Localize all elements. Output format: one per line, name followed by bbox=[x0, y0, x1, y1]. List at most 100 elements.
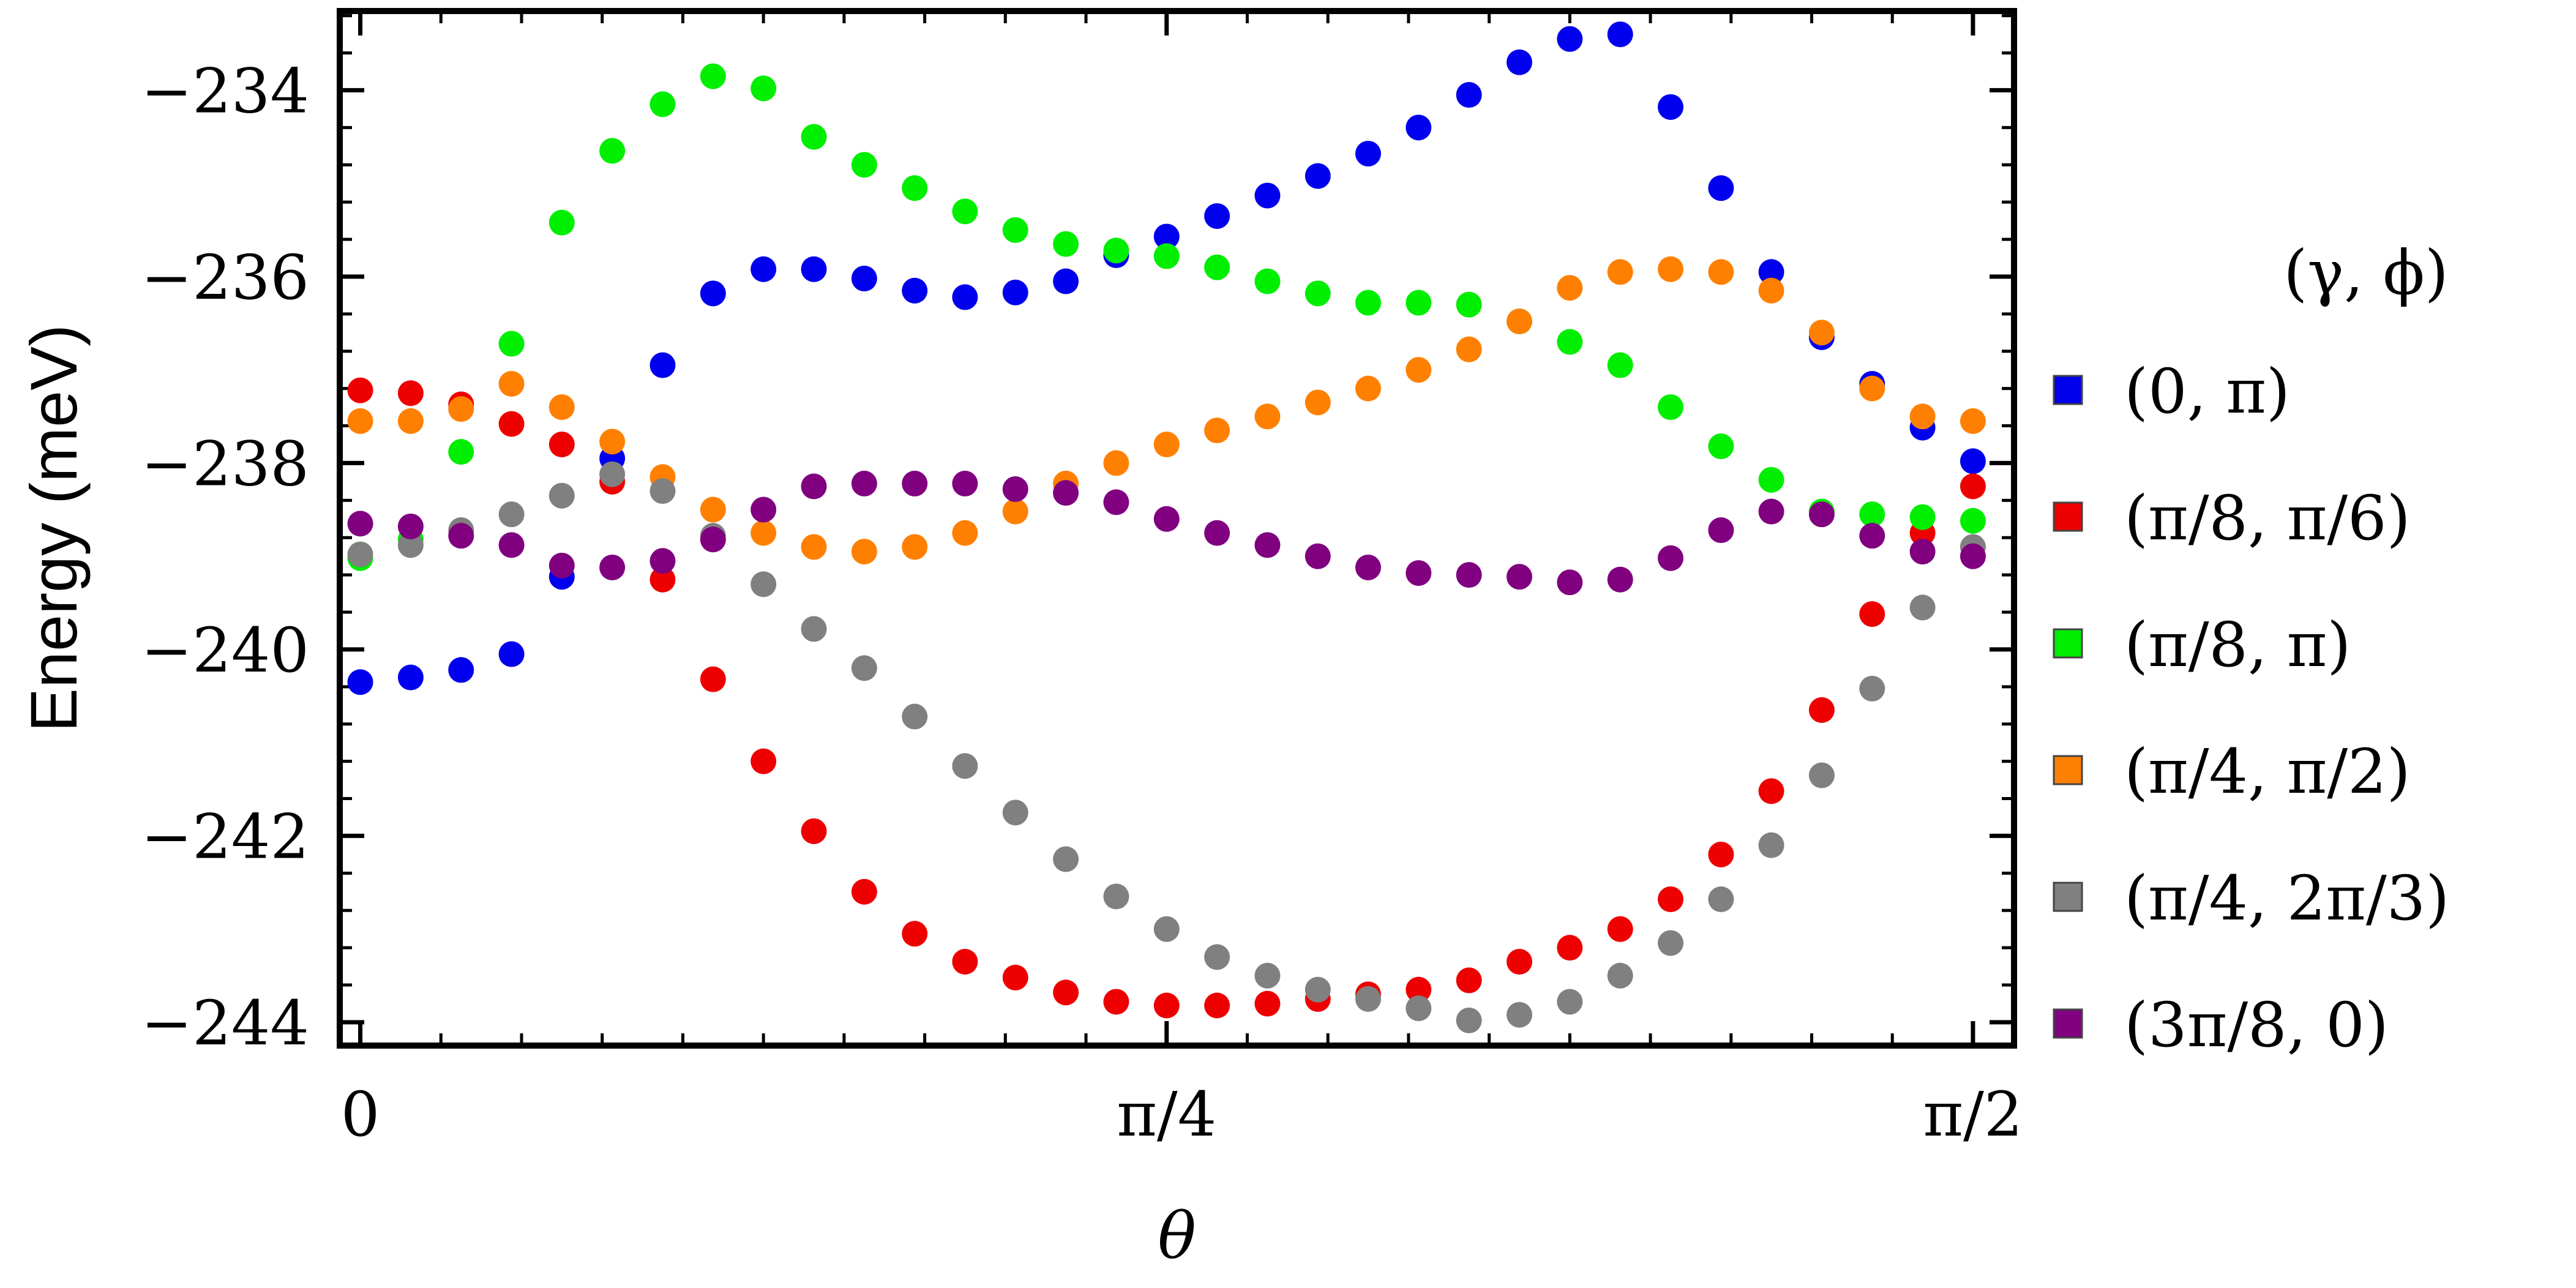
data-point bbox=[1254, 532, 1281, 558]
data-point bbox=[1909, 403, 1936, 430]
data-point bbox=[498, 371, 525, 397]
data-point bbox=[1002, 964, 1028, 990]
data-point bbox=[1456, 291, 1482, 318]
data-point bbox=[347, 541, 373, 567]
data-point bbox=[902, 470, 928, 496]
data-point bbox=[1053, 979, 1079, 1006]
plot-frame bbox=[337, 8, 2017, 1049]
legend-swatch bbox=[2053, 882, 2083, 912]
data-point bbox=[1758, 498, 1784, 525]
data-point bbox=[1557, 569, 1583, 596]
data-point bbox=[448, 523, 474, 549]
data-point bbox=[1153, 916, 1180, 942]
data-point bbox=[1557, 989, 1583, 1015]
data-point bbox=[650, 566, 676, 593]
data-point bbox=[1254, 990, 1281, 1017]
data-point bbox=[1960, 448, 1986, 474]
y-tick-label: −244 bbox=[141, 987, 309, 1059]
data-point bbox=[549, 482, 575, 509]
data-point bbox=[952, 753, 978, 779]
data-point bbox=[1758, 259, 1784, 285]
data-point bbox=[1960, 543, 1986, 569]
legend-swatch bbox=[2053, 375, 2083, 405]
data-point bbox=[1607, 21, 1633, 48]
data-point bbox=[902, 921, 928, 947]
data-point bbox=[1103, 989, 1129, 1015]
data-point bbox=[1406, 976, 1432, 1003]
legend-label: (0, π) bbox=[2124, 356, 2290, 427]
data-point bbox=[1607, 962, 1633, 989]
data-point bbox=[1002, 799, 1028, 826]
data-point bbox=[1002, 217, 1028, 243]
data-point bbox=[851, 878, 877, 905]
data-point bbox=[1557, 935, 1583, 961]
data-point bbox=[448, 657, 474, 683]
data-point bbox=[1909, 594, 1936, 621]
data-point bbox=[1053, 480, 1079, 506]
data-point bbox=[347, 669, 373, 695]
data-point bbox=[549, 552, 575, 578]
data-point bbox=[397, 532, 424, 558]
y-axis-title: Energy (meV) bbox=[17, 324, 91, 732]
axis-ticks bbox=[340, 11, 2014, 1046]
data-point bbox=[1153, 506, 1180, 532]
data-point bbox=[700, 63, 726, 89]
data-point bbox=[1456, 336, 1482, 362]
data-point bbox=[599, 461, 626, 487]
data-point bbox=[347, 377, 373, 403]
legend-label: (π/4, π/2) bbox=[2124, 736, 2411, 807]
data-point bbox=[1456, 967, 1482, 994]
data-point bbox=[1153, 223, 1180, 250]
data-point bbox=[1506, 948, 1532, 975]
data-point bbox=[1204, 254, 1230, 280]
data-point bbox=[700, 666, 726, 692]
data-point bbox=[851, 265, 877, 291]
data-point bbox=[1708, 841, 1734, 867]
data-point bbox=[1053, 231, 1079, 257]
data-point bbox=[1002, 476, 1028, 503]
data-point bbox=[801, 616, 827, 642]
data-point bbox=[801, 818, 827, 844]
data-point bbox=[1204, 992, 1230, 1019]
data-point bbox=[1960, 507, 1986, 534]
data-point bbox=[902, 277, 928, 304]
data-point bbox=[1909, 504, 1936, 530]
data-point bbox=[1153, 992, 1180, 1019]
data-point bbox=[549, 431, 575, 457]
data-point bbox=[952, 284, 978, 310]
data-point bbox=[1204, 944, 1230, 970]
y-tick-label: −242 bbox=[141, 801, 309, 872]
data-point bbox=[1355, 554, 1381, 580]
data-point bbox=[851, 152, 877, 178]
data-point bbox=[751, 571, 777, 597]
data-point bbox=[1254, 962, 1281, 989]
data-point bbox=[1456, 82, 1482, 108]
legend-swatch bbox=[2053, 628, 2083, 659]
data-point bbox=[751, 748, 777, 774]
data-point bbox=[700, 280, 726, 307]
data-point bbox=[1758, 466, 1784, 493]
data-point bbox=[1607, 352, 1633, 378]
data-point bbox=[397, 380, 424, 406]
data-point bbox=[1607, 916, 1633, 942]
data-point bbox=[1355, 290, 1381, 316]
legend-label: (π/4, 2π/3) bbox=[2124, 863, 2449, 934]
data-point bbox=[498, 411, 525, 437]
data-point bbox=[498, 532, 525, 558]
data-points bbox=[347, 21, 1986, 1033]
data-point bbox=[1204, 520, 1230, 546]
data-point bbox=[397, 408, 424, 434]
data-point bbox=[1758, 277, 1784, 304]
data-point bbox=[801, 534, 827, 560]
data-point bbox=[650, 478, 676, 504]
data-point bbox=[599, 554, 626, 580]
data-point bbox=[751, 520, 777, 546]
data-point bbox=[1960, 473, 1986, 500]
data-point bbox=[1808, 762, 1835, 788]
data-point bbox=[1103, 238, 1129, 264]
legend-title: (γ, ϕ) bbox=[2283, 237, 2449, 309]
data-point bbox=[1758, 778, 1784, 804]
data-point bbox=[952, 948, 978, 975]
